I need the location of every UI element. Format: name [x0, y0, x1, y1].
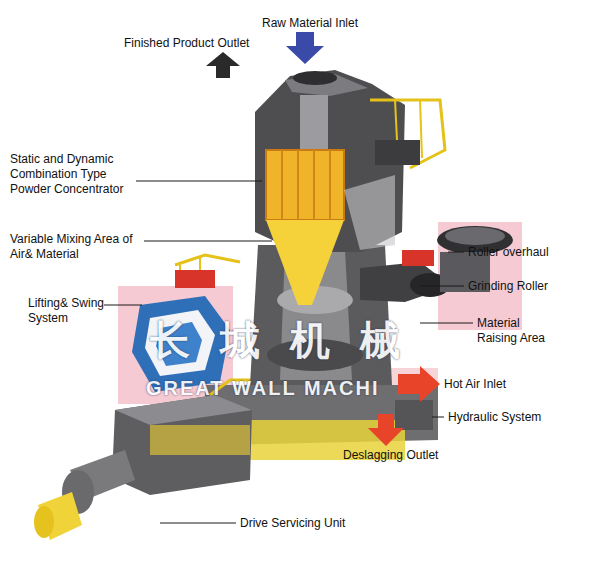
part-label: Drive Servicing Unit [240, 516, 390, 531]
watermark-chinese: 长城机械 [150, 318, 450, 362]
part-label: Hot Air Inlet [444, 377, 544, 392]
watermark-text: GREAT WALL MACHI [146, 376, 446, 400]
part-label: Variable Mixing Area of Air& Material [10, 232, 142, 262]
part-label: Finished Product Outlet [124, 36, 274, 51]
leader-lines [104, 181, 473, 523]
part-label: Raw Material Inlet [262, 16, 402, 31]
part-label: Lifting& Swing System [28, 296, 114, 326]
part-label: Hydraulic System [448, 410, 578, 425]
part-label: Grinding Roller [468, 279, 578, 294]
part-label: Deslagging Outlet [343, 448, 473, 463]
part-label: Material Raising Area [477, 316, 555, 346]
part-label: Static and Dynamic Combination Type Powd… [10, 152, 134, 197]
part-label: Roller overhaul [468, 245, 578, 260]
